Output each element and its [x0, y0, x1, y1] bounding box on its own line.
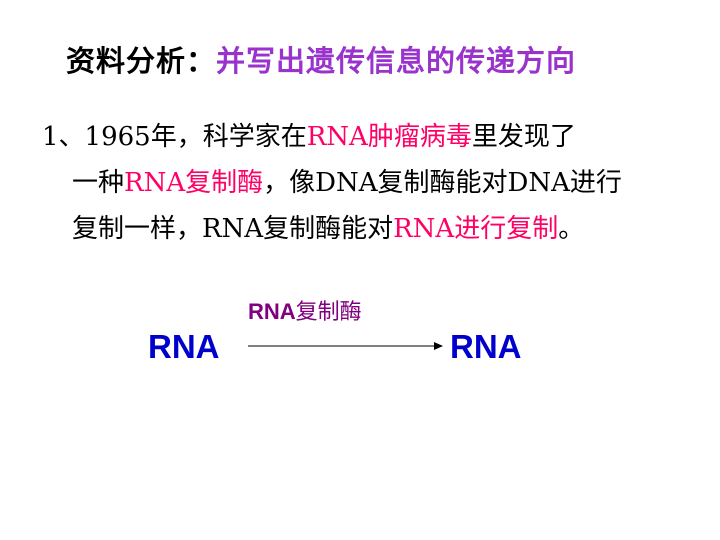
line2-text-a: 一种 — [72, 168, 125, 198]
enzyme-label: RNA复制酶 — [248, 294, 362, 326]
line2-highlight: RNA复制酶 — [124, 168, 264, 198]
paragraph-line-3: 复制一样，RNA复制酶能对RNA进行复制。 — [42, 206, 692, 252]
title-lead: 资料分析： — [66, 44, 217, 78]
line1-text-c: 里发现了 — [471, 122, 576, 152]
title-accent: 并写出遗传信息的传递方向 — [216, 44, 577, 78]
arrow-head — [434, 342, 443, 350]
line3-text-a: 复制一样，RNA复制酶能对 — [72, 214, 394, 244]
paragraph-line-2: 一种RNA复制酶，像DNA复制酶能对DNA进行 — [42, 160, 692, 206]
body-paragraph: 1、1965年，科学家在RNA肿瘤病毒里发现了 一种RNA复制酶，像DNA复制酶… — [42, 114, 692, 252]
rna-target-label: RNA — [450, 328, 522, 365]
rna-source-label: RNA — [148, 328, 220, 365]
line1-highlight: RNA肿瘤病毒 — [306, 122, 472, 152]
enzyme-label-prefix: RNA — [248, 299, 296, 324]
paragraph-line-1: 1、1965年，科学家在RNA肿瘤病毒里发现了 — [42, 114, 692, 160]
line3-highlight: RNA进行复制 — [393, 214, 559, 244]
enzyme-label-suffix: 复制酶 — [295, 300, 362, 325]
line3-text-c: 。 — [558, 214, 585, 244]
line1-text-a: 1、1965年，科学家在 — [42, 122, 307, 152]
slide-title: 资料分析：并写出遗传信息的传递方向 — [66, 38, 576, 80]
replication-arrow — [248, 342, 443, 350]
line2-text-c: ，像DNA复制酶能对DNA进行 — [263, 168, 622, 198]
